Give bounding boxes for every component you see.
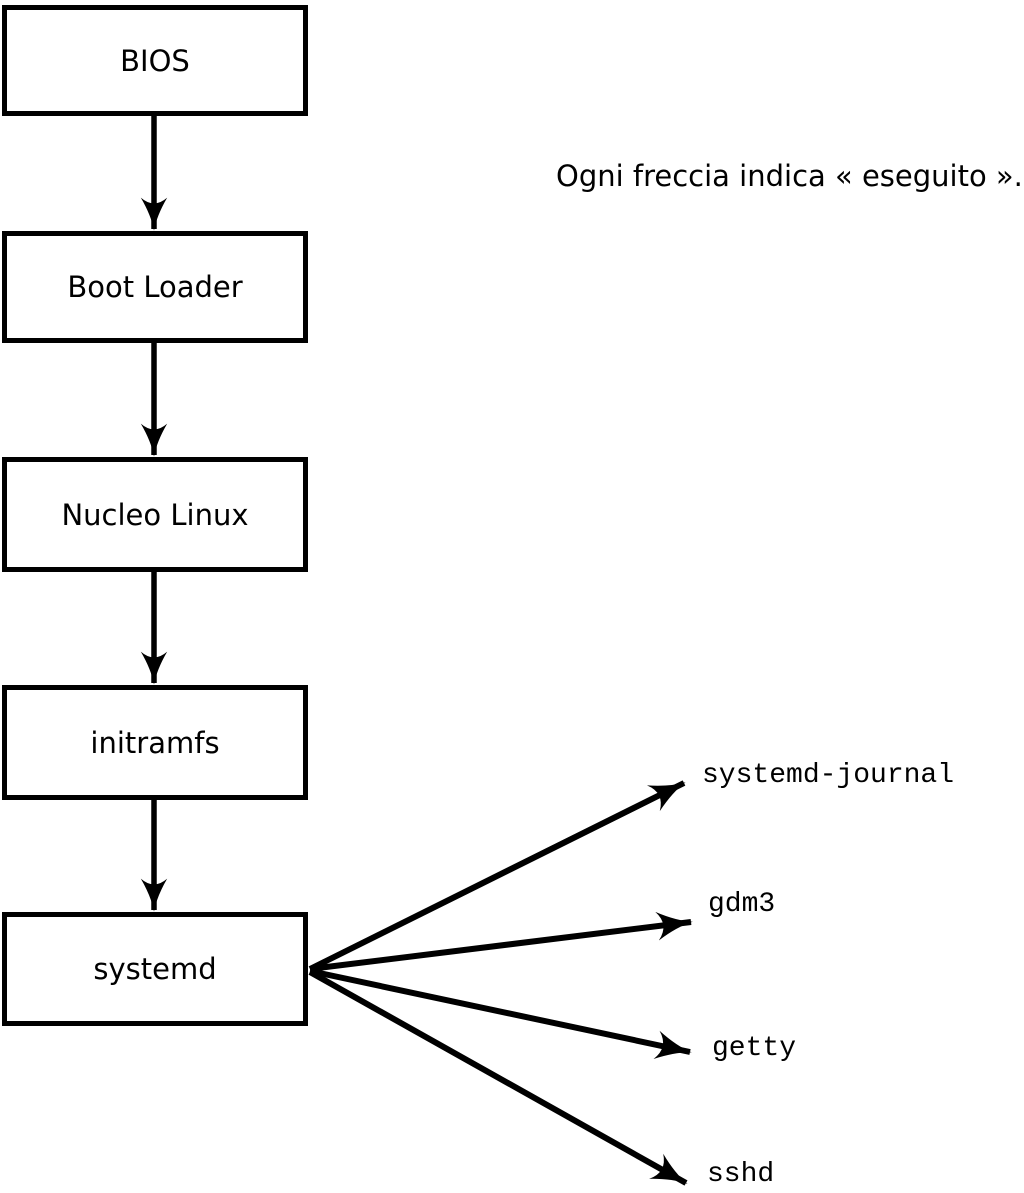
node-kernel-label: Nucleo Linux: [61, 497, 249, 532]
service-label-systemd-journal: systemd-journal: [702, 760, 955, 791]
node-bootloader-label: Boot Loader: [67, 270, 243, 304]
node-bios-label: BIOS: [120, 43, 190, 78]
node-initramfs-label: initramfs: [90, 725, 220, 760]
node-systemd: systemd: [2, 912, 308, 1026]
node-kernel: Nucleo Linux: [2, 457, 308, 572]
arrow-meaning-annotation: Ogni freccia indica « eseguito ».: [556, 159, 1023, 193]
arrow-systemd-to-gdm3: [309, 911, 693, 972]
arrow-systemd-to-sshd: [308, 969, 688, 1186]
service-label-gdm3: gdm3: [708, 889, 776, 920]
arrow-systemd-to-getty: [309, 968, 692, 1059]
node-initramfs: initramfs: [2, 685, 308, 800]
arrow-systemd-to-journal: [308, 780, 686, 972]
service-label-getty: getty: [712, 1033, 797, 1064]
node-bios: BIOS: [2, 5, 308, 116]
node-bootloader: Boot Loader: [2, 231, 308, 343]
node-systemd-label: systemd: [93, 952, 217, 986]
service-label-sshd: sshd: [707, 1159, 775, 1190]
